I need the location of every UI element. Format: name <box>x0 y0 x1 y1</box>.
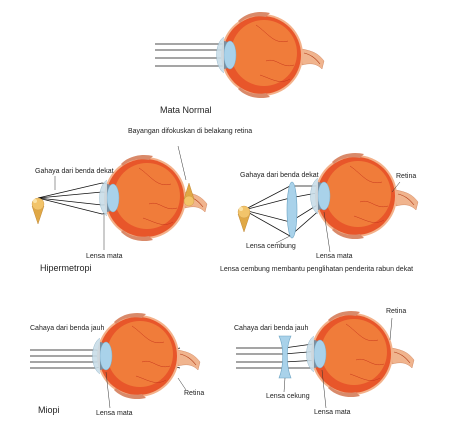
normal-eyeball-illustration <box>216 11 325 99</box>
ice-cream-object-icon-2 <box>237 205 251 233</box>
corrected-hyperopia-source-label: Gahaya dari benda dekat <box>240 172 319 179</box>
convex-lens-help-caption: Lensa cembung membantu penglihatan pende… <box>220 266 413 273</box>
normal-eye-caption: Mata Normal <box>160 105 212 115</box>
panel-hyperopia: Gahaya dari benda dekat Bayangan difokus… <box>31 128 252 273</box>
corrected-hyperopia-retina-label: Retina <box>396 173 416 180</box>
myopia-caption: Miopi <box>38 405 60 415</box>
panel-hyperopia-corrected: Gahaya dari benda dekat Lensa cembung Le… <box>220 152 419 273</box>
image-behind-retina-label: Bayangan difokuskan di belakang retina <box>128 128 252 135</box>
myopia-retina-label: Retina <box>184 390 204 397</box>
source-label-text: Gahaya dari benda dekat <box>35 168 114 175</box>
convex-lens-label: Lensa cembung <box>246 243 296 250</box>
panel-normal-eye: Mata Normal <box>155 11 325 115</box>
corrected-hyperopia-eyeball-illustration <box>310 152 419 240</box>
myopia-eye-lens-label: Lensa mata <box>96 410 133 417</box>
convex-lens-icon <box>286 181 298 239</box>
concave-lens-icon <box>278 335 292 379</box>
panel-myopia: Cahaya dari benda jauh Lensa mata Retina… <box>30 312 204 417</box>
corrected-myopia-eye-lens-label: Lensa mata <box>314 409 351 416</box>
hyperopia-caption: Hipermetropi <box>40 263 92 273</box>
ice-cream-image-icon <box>183 182 195 207</box>
corrected-myopia-eyeball-illustration <box>306 310 415 398</box>
concave-lens-label: Lensa cekung <box>266 393 310 400</box>
panel-myopia-corrected: Cahaya dari benda jauh Lensa cekung Lens… <box>234 308 415 416</box>
corrected-hyperopia-eye-lens-label: Lensa mata <box>316 253 353 260</box>
myopia-source-label: Cahaya dari benda jauh <box>30 325 104 332</box>
corrected-myopia-source-label: Cahaya dari benda jauh <box>234 325 308 332</box>
hyperopia-source-label: Gahaya dari benda dekat <box>35 168 114 175</box>
myopia-eyeball-illustration <box>92 312 201 400</box>
ice-cream-object-icon <box>31 197 45 225</box>
hyperopia-eye-lens-label: Lensa mata <box>86 253 123 260</box>
corrected-myopia-retina-label: Retina <box>386 308 406 315</box>
